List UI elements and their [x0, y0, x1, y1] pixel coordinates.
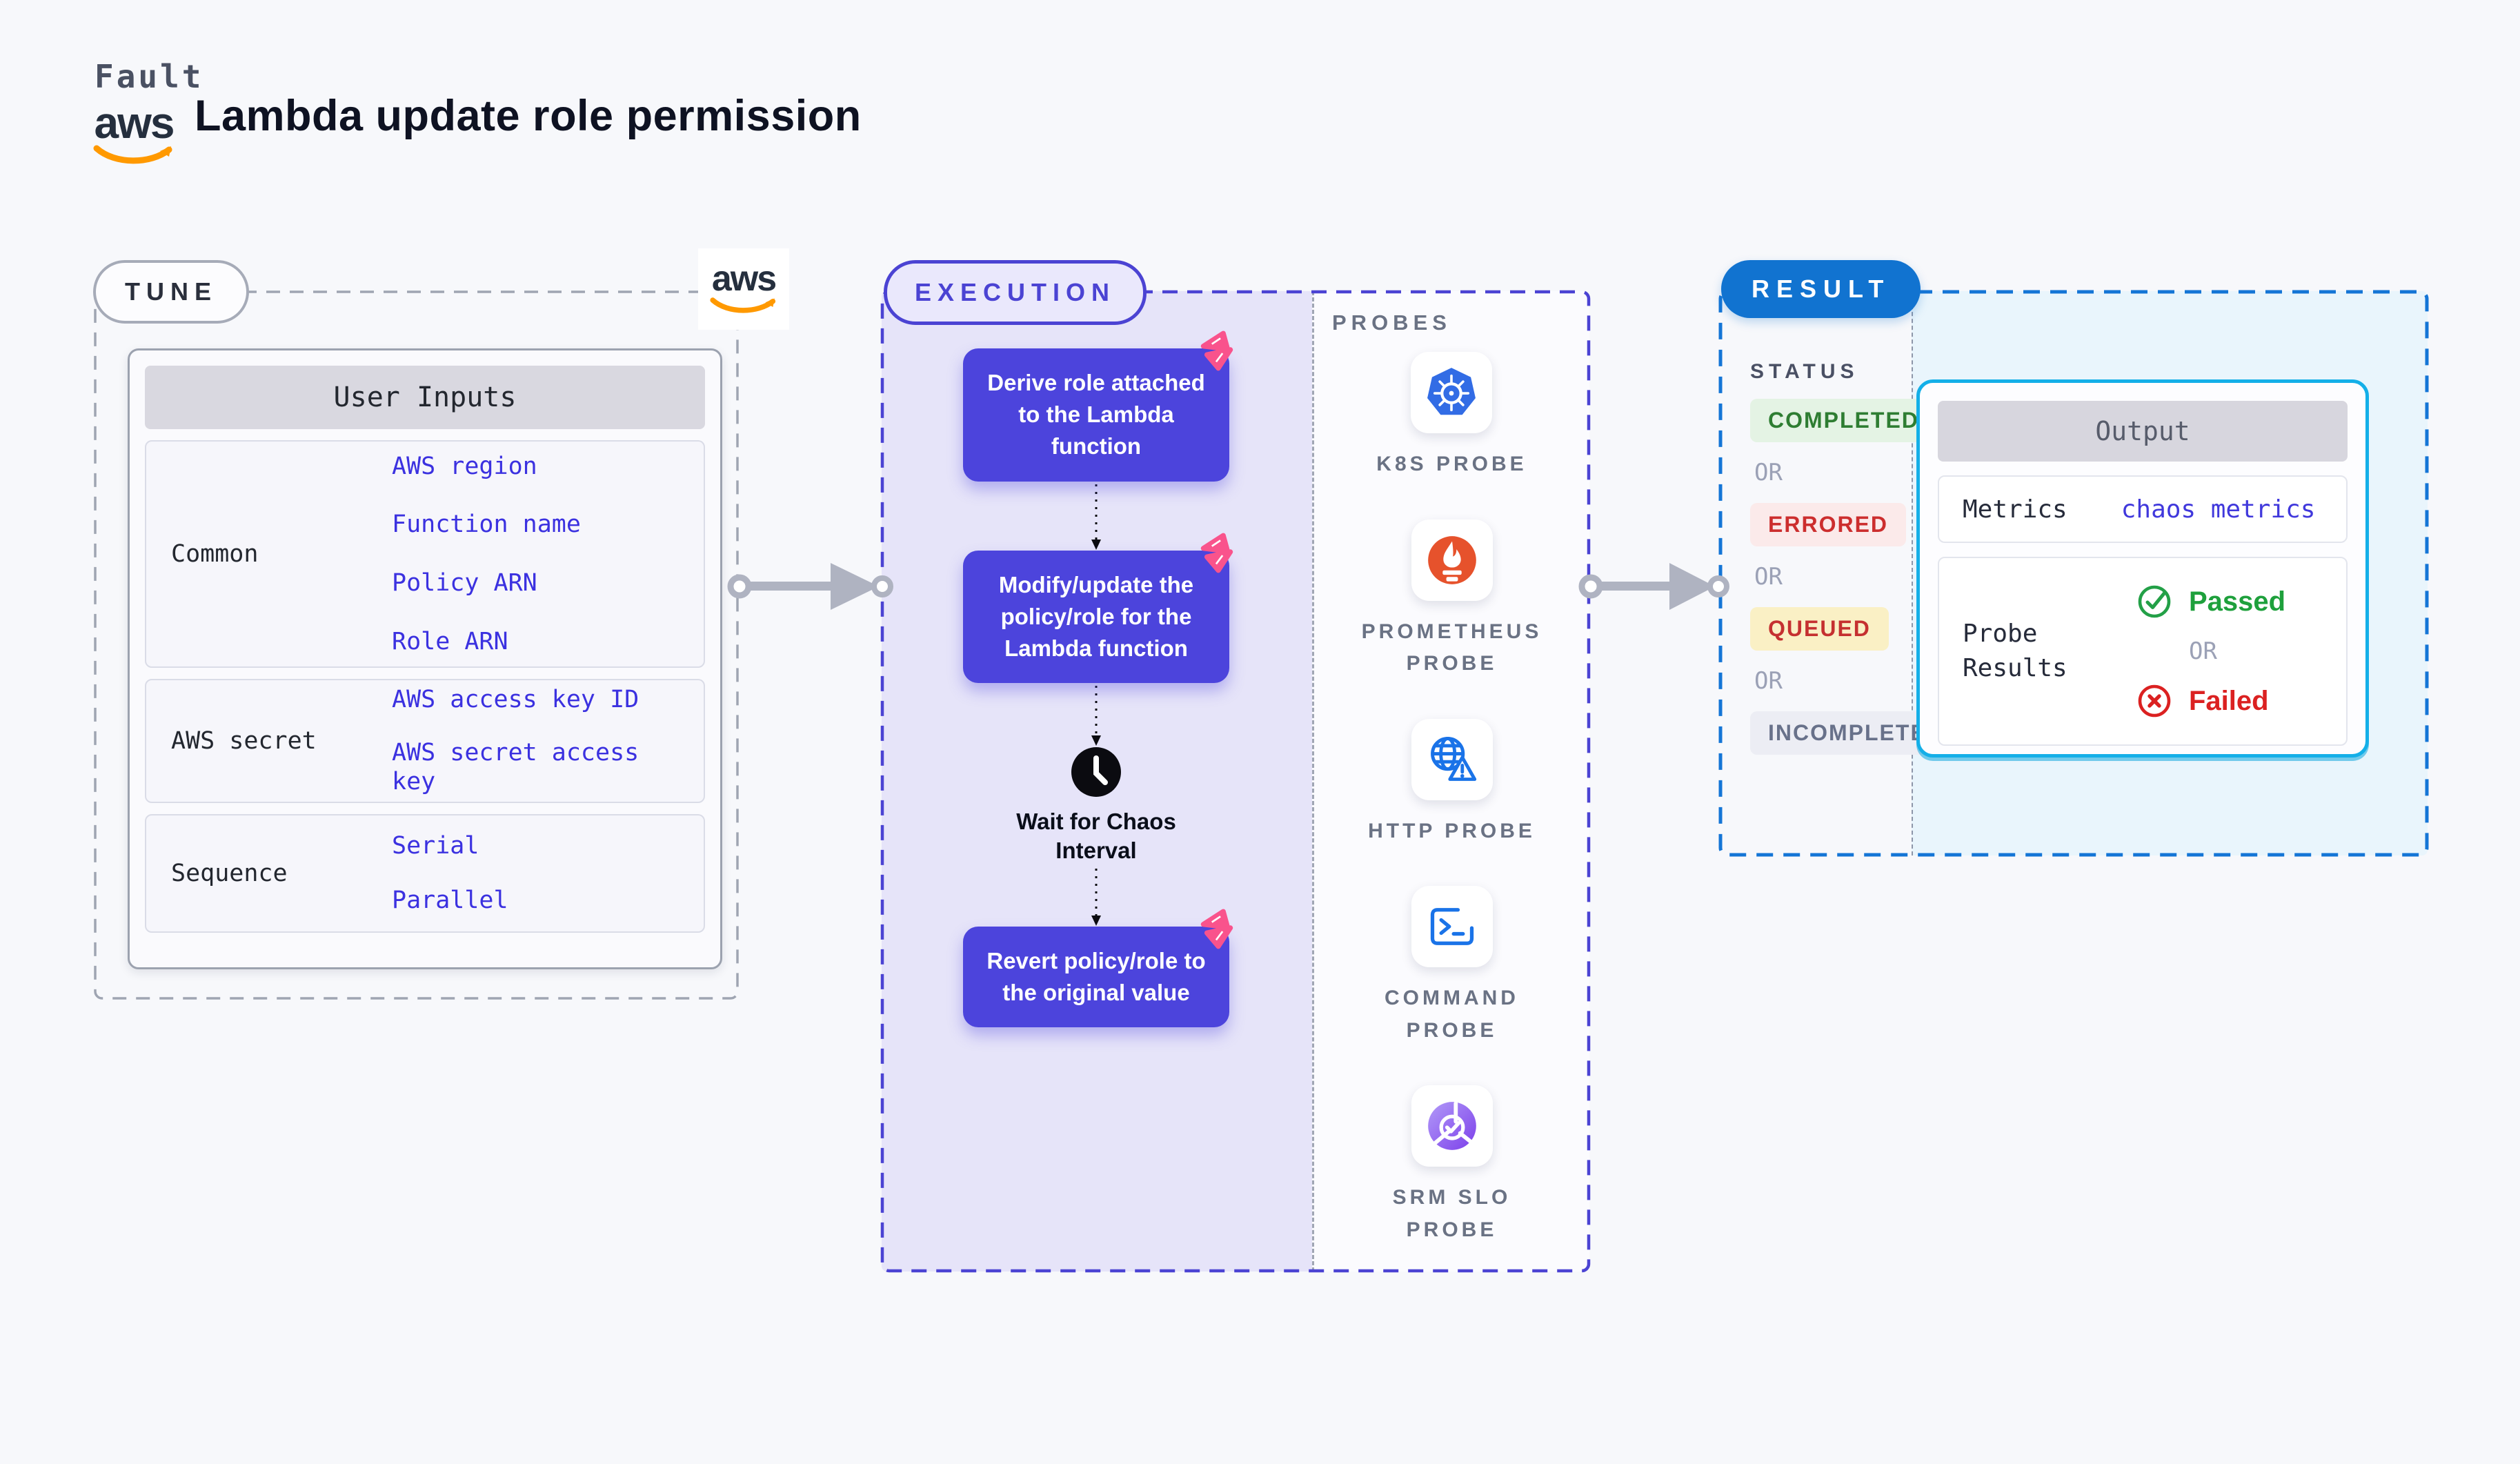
table-row-common: Common AWS region Function name Policy A…	[145, 440, 705, 668]
http-globe-warning-icon	[1430, 736, 1476, 781]
passed-label: Passed	[2189, 586, 2286, 617]
status-badge-completed: COMPLETED	[1750, 399, 1937, 442]
tune-to-execution-arrow	[727, 563, 893, 610]
input-value: Parallel	[392, 887, 508, 914]
aws-logo-text: aws	[94, 98, 175, 148]
failed-label: Failed	[2189, 685, 2269, 716]
flow-arrow-down	[1091, 484, 1101, 550]
aws-smile-icon	[710, 297, 776, 313]
probe-icon-card	[1411, 519, 1493, 601]
litmuschaos-icon	[1200, 533, 1233, 573]
clock-icon	[1071, 747, 1121, 798]
failed-line: Failed	[2135, 682, 2285, 720]
result-section: STATUS COMPLETED OR ERRORED OR QUEUED OR…	[1718, 290, 2429, 857]
tune-section: User Inputs Common AWS region Function n…	[93, 290, 740, 1000]
status-badge-errored: ERRORED	[1750, 503, 1907, 546]
probe-label: SRM SLO PROBE	[1392, 1186, 1511, 1241]
status-badge-queued: QUEUED	[1750, 607, 1889, 651]
input-value: AWS secret access key	[392, 738, 639, 796]
probe-label: K8S PROBE	[1376, 453, 1527, 475]
aws-logo-text: aws	[711, 259, 777, 299]
step-text: Modify/update the policy/role for the La…	[998, 571, 1194, 661]
check-circle-icon	[2138, 585, 2171, 618]
aws-logo: aws	[92, 101, 176, 168]
aws-logo-small: aws	[698, 248, 789, 330]
metrics-label: Metrics	[1963, 495, 2067, 524]
step-card-modify-policy: Modify/update the policy/role for the La…	[963, 533, 1233, 684]
probe-icon-card	[1411, 886, 1493, 967]
probe-label: HTTP PROBE	[1368, 819, 1536, 842]
probes-panel: PROBES	[1312, 291, 1589, 1272]
probe-item-k8s: K8S PROBE	[1376, 352, 1527, 481]
user-inputs-header: User Inputs	[145, 366, 705, 429]
probe-results-row: Probe Results Passed OR Failed	[1938, 557, 2348, 746]
input-value: Function name	[392, 511, 581, 539]
litmuschaos-icon	[1200, 330, 1233, 371]
kubernetes-icon	[1427, 368, 1476, 415]
table-row-sequence: Sequence Serial Parallel	[145, 814, 705, 933]
aws-smile-icon	[93, 145, 172, 164]
probe-icon-card	[1411, 352, 1493, 433]
flow-arrow-down	[1091, 868, 1101, 926]
or-separator: OR	[2189, 637, 2217, 665]
probe-item-srm-slo: SRM SLO PROBE	[1349, 1085, 1556, 1246]
or-separator: OR	[1754, 667, 1783, 695]
probes-heading: PROBES	[1332, 310, 1451, 335]
execution-pill: EXECUTION	[884, 260, 1147, 325]
fault-eyebrow: Fault	[95, 58, 204, 95]
or-separator: OR	[1754, 459, 1783, 486]
execution-section: PROBES	[880, 290, 1591, 1273]
output-card: Output Metrics chaos metrics Probe Resul…	[1916, 379, 2369, 758]
metrics-row: Metrics chaos metrics	[1938, 475, 2348, 543]
input-value: Policy ARN	[392, 569, 537, 597]
tune-pill: TUNE	[93, 260, 249, 324]
probe-label: COMMAND PROBE	[1385, 987, 1519, 1042]
probe-item-http: HTTP PROBE	[1368, 718, 1536, 848]
execution-to-result-arrow	[1578, 563, 1729, 610]
input-value: Serial	[392, 832, 479, 860]
flow-arrow-down	[1091, 686, 1101, 746]
probe-item-command: COMMAND PROBE	[1349, 886, 1556, 1047]
status-column: STATUS COMPLETED OR ERRORED OR QUEUED OR…	[1718, 290, 1962, 857]
step-text: Derive role attached to the Lambda funct…	[987, 370, 1205, 459]
execution-flow: Derive role attached to the Lambda funct…	[880, 330, 1312, 1027]
row-label: Common	[171, 540, 259, 568]
litmuschaos-icon	[1200, 909, 1233, 949]
table-row-aws-secret: AWS secret AWS access key ID AWS secret …	[145, 679, 705, 803]
or-separator: OR	[1754, 563, 1783, 591]
passed-line: Passed	[2135, 582, 2285, 621]
prometheus-icon	[1427, 535, 1476, 584]
terminal-icon	[1430, 908, 1474, 945]
probe-icon-card	[1411, 1085, 1493, 1167]
step-card-revert-policy: Revert policy/role to the original value	[963, 909, 1233, 1027]
input-value: AWS access key ID	[392, 685, 639, 713]
row-label: AWS secret	[171, 727, 317, 755]
user-inputs-card: User Inputs Common AWS region Function n…	[128, 348, 722, 969]
x-circle-icon	[2138, 684, 2171, 718]
probe-item-prometheus: PROMETHEUS PROBE	[1349, 519, 1556, 680]
output-header: Output	[1938, 401, 2348, 462]
step-text: Revert policy/role to the original value	[986, 947, 1206, 1005]
row-label: Sequence	[171, 860, 288, 887]
page-title: Lambda update role permission	[195, 92, 862, 140]
input-value: AWS region	[392, 452, 537, 480]
metrics-value: chaos metrics	[2121, 495, 2316, 524]
probe-label: PROMETHEUS PROBE	[1361, 620, 1542, 675]
result-pill: RESULT	[1721, 260, 1921, 318]
probe-icon-card	[1411, 718, 1493, 800]
wait-step-label: Wait for Chaos Interval	[1016, 809, 1176, 864]
probe-results-label: Probe Results	[1963, 619, 2067, 682]
slo-gauge-check-icon	[1427, 1101, 1476, 1150]
status-heading: STATUS	[1750, 360, 1859, 383]
step-card-derive-role: Derive role attached to the Lambda funct…	[963, 330, 1233, 482]
input-value: Role ARN	[392, 627, 508, 655]
